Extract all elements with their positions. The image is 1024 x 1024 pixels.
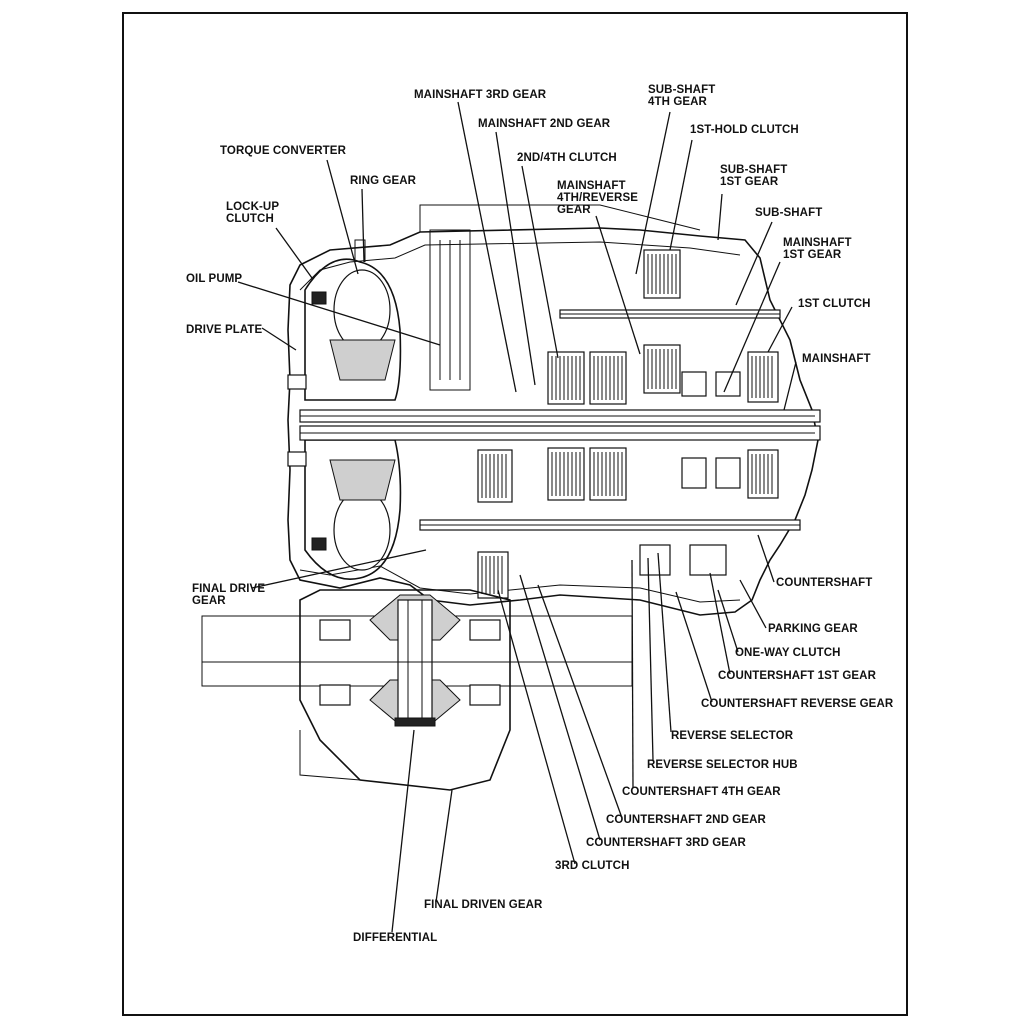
label-countershaft-4th-gear: COUNTERSHAFT 4TH GEAR — [622, 786, 781, 798]
label-sub-shaft: SUB-SHAFT — [755, 207, 822, 219]
label-differential: DIFFERENTIAL — [353, 932, 437, 944]
label-drive-plate: DRIVE PLATE — [186, 324, 263, 336]
label-mainshaft-3rd-gear: MAINSHAFT 3RD GEAR — [414, 89, 547, 101]
label-oil-pump: OIL PUMP — [186, 273, 242, 285]
label-countershaft-2nd-gear: COUNTERSHAFT 2ND GEAR — [606, 814, 767, 826]
label-mainshaft-1st-gear-line2: 1ST GEAR — [783, 249, 842, 261]
label-mainshaft-4th-reverse-gear-line3: GEAR — [557, 204, 591, 216]
label-mainshaft-4th-reverse-gear-line1: MAINSHAFT — [557, 180, 626, 192]
label-countershaft-3rd-gear: COUNTERSHAFT 3RD GEAR — [586, 837, 747, 849]
label-final-driven-gear: FINAL DRIVEN GEAR — [424, 899, 543, 911]
label-countershaft-1st-gear: COUNTERSHAFT 1ST GEAR — [718, 670, 877, 682]
label-2nd-4th-clutch: 2ND/4TH CLUTCH — [517, 152, 617, 164]
label-mainshaft-2nd-gear: MAINSHAFT 2ND GEAR — [478, 118, 611, 130]
label-one-way-clutch: ONE-WAY CLUTCH — [735, 647, 841, 659]
label-3rd-clutch: 3RD CLUTCH — [555, 860, 629, 872]
label-countershaft-reverse-gear: COUNTERSHAFT REVERSE GEAR — [701, 698, 894, 710]
label-lock-up-clutch-line1: LOCK-UP — [226, 201, 279, 213]
torque-converter — [287, 239, 402, 580]
diagram-frame — [122, 12, 908, 1016]
shafts — [299, 309, 821, 531]
label-mainshaft: MAINSHAFT — [802, 353, 871, 365]
label-sub-shaft-1st-gear-line2: 1ST GEAR — [720, 176, 779, 188]
label-mainshaft-1st-gear-line1: MAINSHAFT — [783, 237, 852, 249]
label-final-drive-gear-line1: FINAL DRIVE — [192, 583, 265, 595]
label-parking-gear: PARKING GEAR — [768, 623, 858, 635]
label-1st-hold-clutch: 1ST-HOLD CLUTCH — [690, 124, 799, 136]
labels: MAINSHAFT 3RD GEAR MAINSHAFT 2ND GEAR TO… — [186, 84, 894, 944]
label-1st-clutch: 1ST CLUTCH — [798, 298, 871, 310]
label-countershaft: COUNTERSHAFT — [776, 577, 872, 589]
label-lock-up-clutch-line2: CLUTCH — [226, 213, 274, 225]
label-mainshaft-4th-reverse-gear-line2: 4TH/REVERSE — [557, 192, 638, 204]
clutch-packs-upper — [547, 249, 779, 405]
clutch-packs-lower — [477, 447, 779, 599]
leader-lines — [237, 101, 797, 933]
differential-housing — [201, 589, 633, 791]
label-sub-shaft-4th-gear-line2: 4TH GEAR — [648, 96, 708, 108]
transmission-housing — [287, 204, 819, 616]
label-ring-gear: RING GEAR — [350, 175, 417, 187]
label-final-drive-gear-line2: GEAR — [192, 595, 226, 607]
label-sub-shaft-1st-gear-line1: SUB-SHAFT — [720, 164, 787, 176]
label-sub-shaft-4th-gear-line1: SUB-SHAFT — [648, 84, 715, 96]
label-reverse-selector: REVERSE SELECTOR — [671, 730, 794, 742]
label-torque-converter: TORQUE CONVERTER — [220, 145, 347, 157]
label-reverse-selector-hub: REVERSE SELECTOR HUB — [647, 759, 798, 771]
